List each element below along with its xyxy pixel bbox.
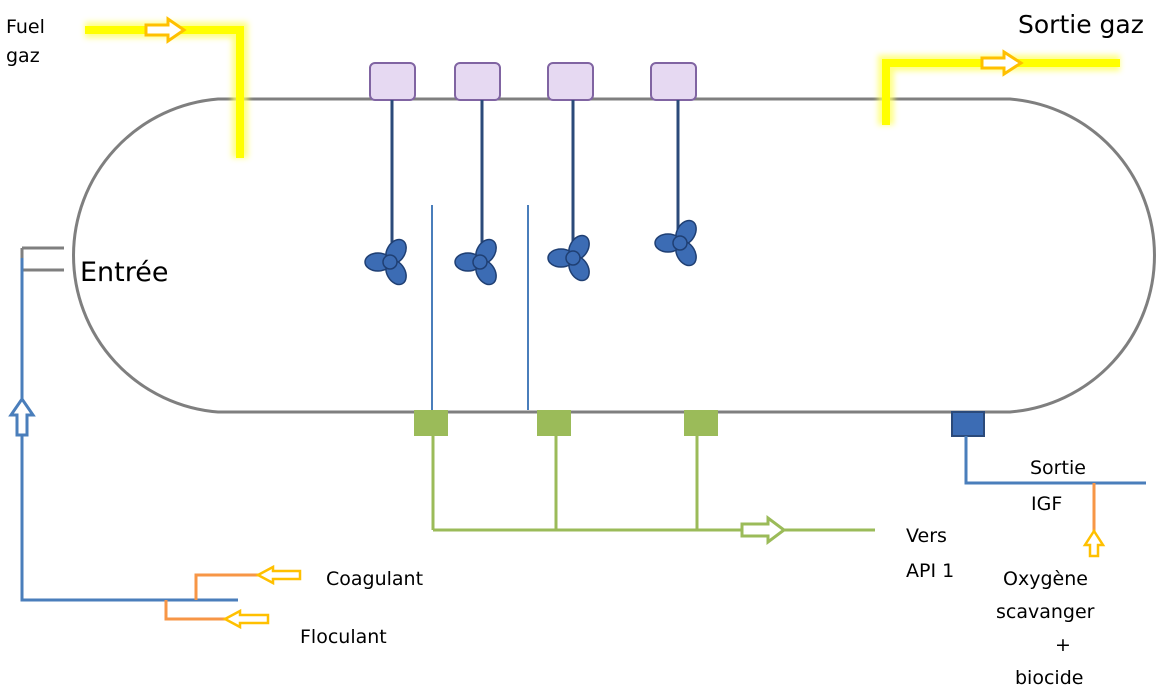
floculant-arrow-icon <box>222 608 270 630</box>
motor-box-icon <box>369 62 416 101</box>
motor-box-icon <box>650 62 697 101</box>
vers-api-line <box>431 436 875 532</box>
sortie-igf-line <box>964 436 1146 485</box>
mixer-3 <box>547 62 595 285</box>
separator-vessel <box>72 97 1156 414</box>
inlet-nozzle <box>20 246 64 272</box>
mixer-1 <box>364 62 416 289</box>
coagulant-label: Coagulant <box>326 568 423 590</box>
oxygene-label: + <box>1055 634 1071 656</box>
oxygene-label: Oxygène <box>1003 568 1088 590</box>
nozzle-icon <box>414 410 448 436</box>
fuel-gaz-line <box>85 22 248 158</box>
oxygene-label: scavanger <box>996 601 1095 623</box>
entree-label: Entrée <box>80 257 169 288</box>
sortie-gaz-label: Sortie gaz <box>1018 10 1144 39</box>
sortie-gaz-arrow-icon <box>980 49 1024 77</box>
inlet-flow-arrow-icon <box>8 396 36 437</box>
fuel-gaz-arrow-icon <box>144 16 187 44</box>
sortie-gaz-line <box>878 55 1120 125</box>
motor-box-icon <box>547 62 594 101</box>
mixer-4 <box>650 62 702 270</box>
floculant-label: Floculant <box>300 626 387 648</box>
vers-api-label: Vers <box>906 525 947 547</box>
nozzle-icon <box>684 410 718 436</box>
motor-box-icon <box>454 62 501 101</box>
igf-outlet-nozzle-icon <box>951 411 985 437</box>
coagulant-arrow-icon <box>255 564 302 586</box>
nozzle-icon <box>537 410 571 436</box>
fuel-gaz-label: gaz <box>6 45 40 67</box>
vers-api-label: API 1 <box>906 560 954 582</box>
sortie-igf-label: Sortie <box>1030 457 1086 479</box>
oxygene-label: biocide <box>1015 667 1083 689</box>
mixer-2 <box>454 62 502 289</box>
sortie-igf-label: IGF <box>1031 493 1062 515</box>
vers-api-arrow-icon <box>740 515 787 545</box>
oxygene-arrow-icon <box>1082 528 1106 558</box>
fuel-gaz-label: Fuel <box>6 16 45 38</box>
